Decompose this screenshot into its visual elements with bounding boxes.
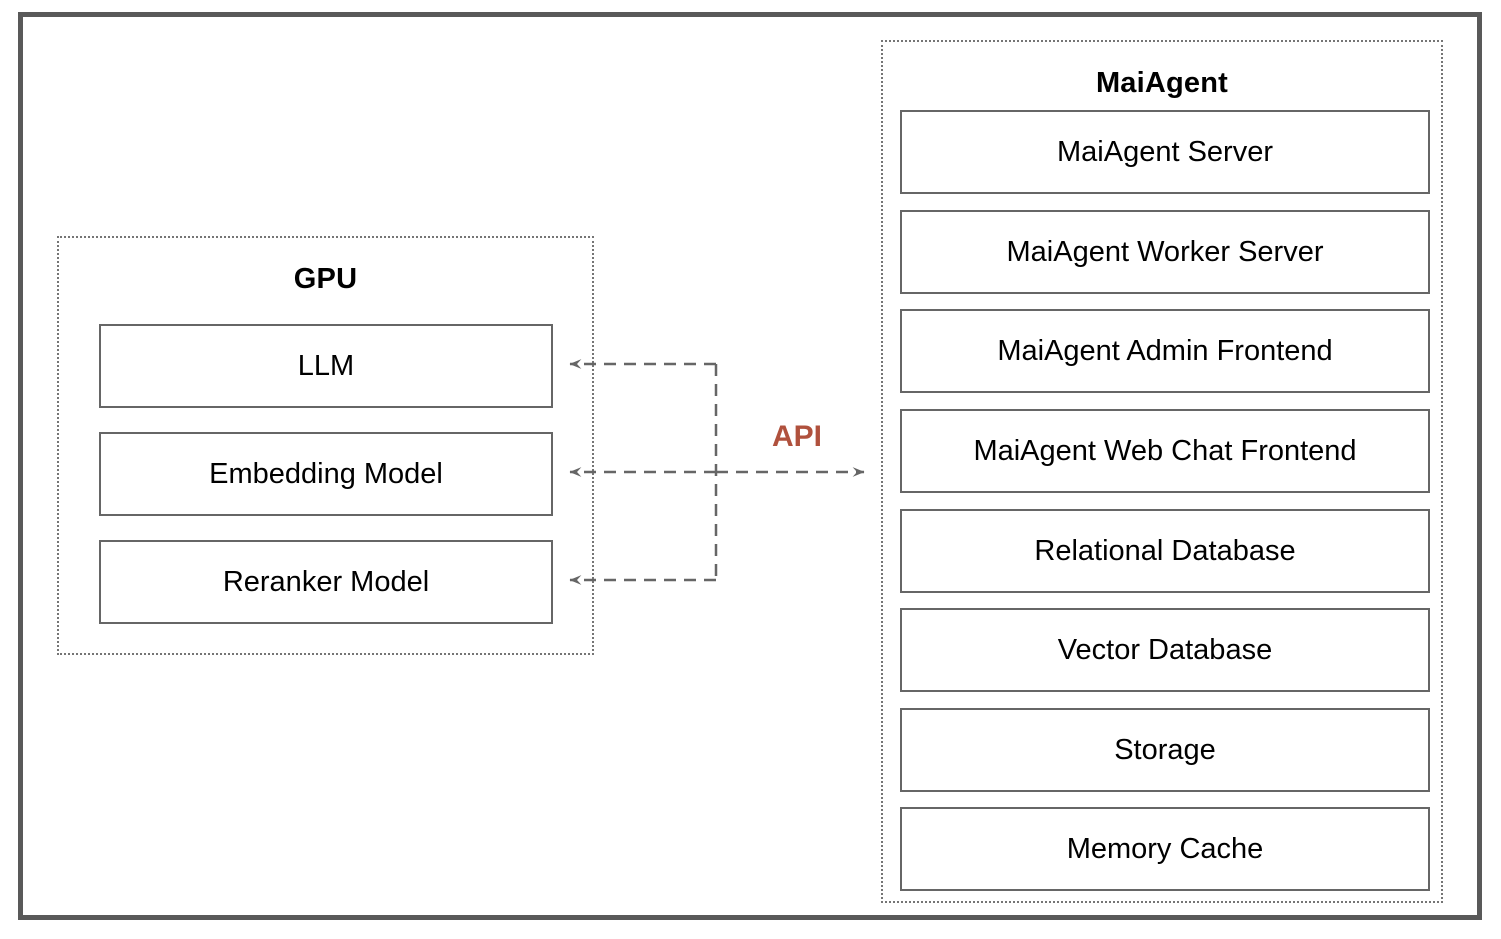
node-relational-database: Relational Database [900,509,1430,593]
node-maiagent-admin-frontend: MaiAgent Admin Frontend [900,309,1430,393]
maiagent-cluster: MaiAgent MaiAgent Server MaiAgent Worker… [881,40,1443,903]
gpu-cluster: GPU LLM Embedding Model Reranker Model [57,236,594,655]
node-maiagent-server: MaiAgent Server [900,110,1430,194]
node-memory-cache: Memory Cache [900,807,1430,891]
node-llm: LLM [99,324,553,408]
node-reranker-model: Reranker Model [99,540,553,624]
api-connector-label: API [771,420,822,453]
maiagent-cluster-title: MaiAgent [1095,67,1229,99]
node-maiagent-worker-server: MaiAgent Worker Server [900,210,1430,294]
node-maiagent-web-chat-frontend: MaiAgent Web Chat Frontend [900,409,1430,493]
node-vector-database: Vector Database [900,608,1430,692]
node-embedding-model: Embedding Model [99,432,553,516]
gpu-cluster-title: GPU [293,263,358,295]
node-storage: Storage [900,708,1430,792]
